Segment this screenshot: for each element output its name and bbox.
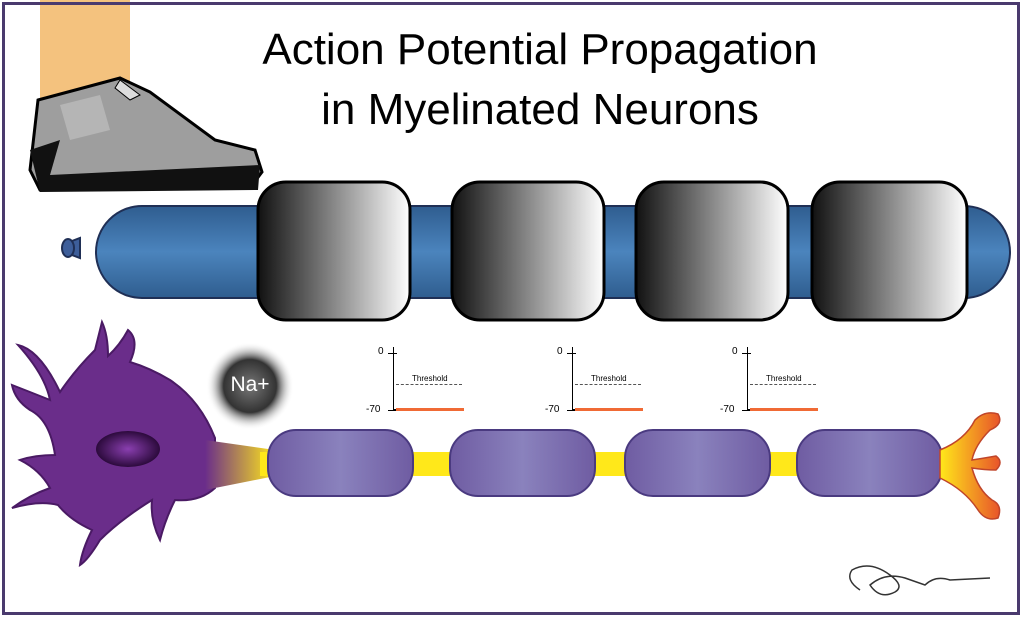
tick-zero [742,353,751,354]
resting-potential-trace [396,408,464,411]
tick-rest [742,410,751,411]
y-axis [572,347,573,409]
myelin-segment-3 [624,429,771,497]
threshold-label: Threshold [766,374,802,383]
membrane-potential-graph: 0 -70 Threshold [545,339,645,419]
myelin-sheath-1 [256,180,412,322]
myelin-segment-2 [449,429,596,497]
membrane-potential-graph: 0 -70 Threshold [366,339,466,419]
myelin-sheath-2 [450,180,606,322]
threshold-label: Threshold [412,374,448,383]
y-axis [747,347,748,409]
sodium-ion-label: Na+ [230,373,270,396]
myelin-sheath-3 [634,180,790,322]
threshold-label: Threshold [591,374,627,383]
rest-label: -70 [366,404,381,415]
rest-label: -70 [720,404,735,415]
tick-zero [567,353,576,354]
tick-rest [567,410,576,411]
neuron-cell-body [10,319,275,567]
title-line-2: in Myelinated Neurons [321,85,759,134]
tick-zero [388,353,397,354]
resting-potential-trace [575,408,643,411]
sodium-ion-cloud [206,342,294,430]
signature-icon [849,565,991,596]
axon-hillock [205,440,275,490]
resting-potential-trace [750,408,818,411]
myelin-segment-4 [796,429,943,497]
threshold-line [396,384,462,385]
threshold-line [750,384,816,385]
zero-label: 0 [378,346,384,357]
myelin-sheath-4 [810,180,969,322]
threshold-line [575,384,641,385]
axon-bottom [260,412,1001,520]
axon-terminal [939,412,1001,520]
y-axis [393,347,394,409]
axon-top [61,180,1011,322]
zero-label: 0 [732,346,738,357]
myelin-segment-1 [267,429,414,497]
rest-label: -70 [545,404,560,415]
title-line-1: Action Potential Propagation [262,25,818,74]
tick-rest [388,410,397,411]
nucleus [96,431,160,467]
membrane-potential-graph: 0 -70 Threshold [720,339,820,419]
shoe-icon [28,0,264,192]
zero-label: 0 [557,346,563,357]
